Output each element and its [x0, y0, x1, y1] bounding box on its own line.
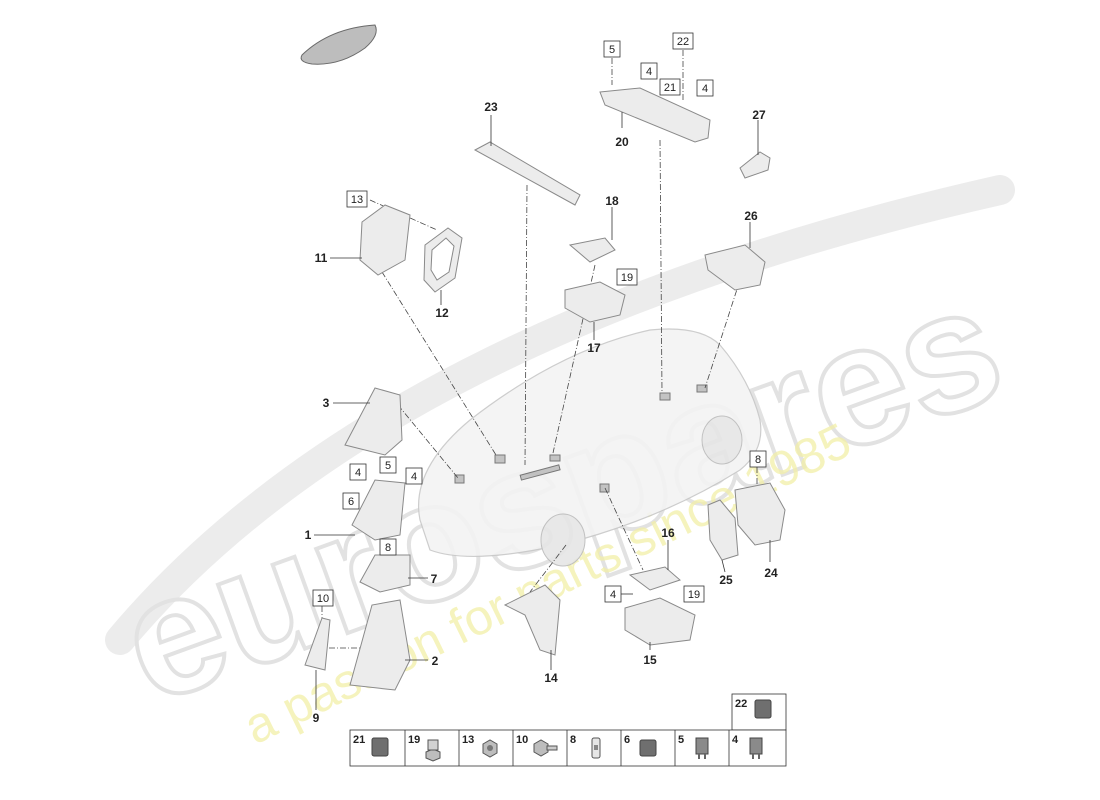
callout-25: 25: [719, 573, 733, 587]
ref-box-8-right: 8: [749, 450, 767, 468]
car-thumbnail: [300, 24, 377, 65]
part-12-gasket: [423, 227, 463, 293]
relay-icon: [371, 737, 389, 757]
part-2-housing: [349, 599, 411, 691]
part-18-cover: [568, 237, 616, 263]
legend-num-10: 10: [516, 734, 528, 746]
part-15-module: [624, 597, 696, 646]
callout-7: 7: [431, 572, 438, 586]
legend-top-num: 22: [735, 698, 747, 710]
ref-box-4-top-a: 4: [640, 62, 658, 80]
part-9-bracket: [304, 617, 331, 671]
callout-11: 11: [315, 251, 328, 265]
bolt-icon: [533, 739, 558, 757]
ref-box-19-bottom: 19: [683, 585, 705, 603]
callout-26: 26: [744, 209, 758, 223]
part-23-trim-panel: [473, 141, 581, 206]
nut-icon: [482, 739, 498, 758]
svg-text:4: 4: [610, 589, 616, 601]
ref-box-5-left: 5: [379, 456, 397, 474]
legend-num-8: 8: [570, 734, 576, 746]
svg-text:5: 5: [385, 460, 391, 472]
ref-box-6: 6: [342, 492, 360, 510]
fuse-icon: [695, 737, 709, 759]
callout-27: 27: [752, 108, 766, 122]
svg-text:13: 13: [351, 194, 363, 206]
ref-box-13: 13: [346, 190, 368, 208]
part-20-fuse-carrier: [599, 87, 711, 143]
part-25-bracket: [707, 499, 739, 561]
svg-text:4: 4: [702, 83, 708, 95]
ref-box-5-top: 5: [603, 40, 621, 58]
callout-18: 18: [605, 194, 619, 208]
part-24-fuse-box: [734, 482, 786, 546]
boxed-references: 5 22 4 21 4 13 19 4 5 4 6 8 10 8 4 19: [312, 32, 767, 607]
part-26-bracket: [704, 244, 766, 291]
svg-text:4: 4: [411, 471, 417, 483]
svg-text:5: 5: [609, 44, 615, 56]
part-3-cover: [344, 387, 403, 456]
ref-box-4-left-b: 4: [405, 467, 423, 485]
part-17-module: [564, 281, 626, 323]
callout-24: 24: [764, 566, 778, 580]
part-27-bracket: [739, 151, 771, 179]
ref-box-8-left: 8: [379, 538, 397, 556]
svg-text:4: 4: [646, 66, 652, 78]
svg-text:22: 22: [677, 36, 689, 48]
fuse-icon: [749, 737, 763, 759]
ref-box-4-left: 4: [349, 463, 367, 481]
callout-14: 14: [544, 671, 558, 685]
ref-box-19-mid: 19: [616, 268, 638, 286]
ref-box-10: 10: [312, 589, 334, 607]
callout-9: 9: [313, 711, 320, 725]
leader-lines: [314, 112, 771, 710]
ref-box-4-top-b: 4: [696, 79, 714, 97]
ref-box-21-top: 21: [659, 78, 681, 96]
nut-icon: [425, 739, 441, 762]
callout-15: 15: [643, 653, 657, 667]
callout-16: 16: [661, 526, 675, 540]
callout-12: 12: [435, 306, 449, 320]
svg-text:4: 4: [355, 467, 361, 479]
ref-box-4-bottom: 4: [604, 585, 622, 603]
callout-1: 1: [305, 528, 312, 542]
parts-legend: 22 21 19 13 10 8 6 5 4: [349, 693, 787, 767]
part-14-bracket: [503, 584, 561, 656]
part-16-cover: [628, 566, 681, 591]
part-11-holder: [359, 204, 411, 276]
svg-text:19: 19: [688, 589, 700, 601]
svg-text:6: 6: [348, 496, 354, 508]
part-7-fuse-holder: [359, 554, 411, 593]
legend-num-19: 19: [408, 734, 420, 746]
legend-num-21: 21: [353, 734, 365, 746]
callout-2: 2: [432, 654, 439, 668]
svg-text:8: 8: [755, 454, 761, 466]
legend-num-6: 6: [624, 734, 630, 746]
legend-num-4: 4: [732, 734, 739, 746]
callout-20: 20: [615, 135, 629, 149]
callout-3: 3: [323, 396, 330, 410]
relay-icon: [639, 739, 657, 757]
svg-text:10: 10: [317, 593, 329, 605]
callout-17: 17: [587, 341, 601, 355]
svg-text:8: 8: [385, 542, 391, 554]
svg-text:19: 19: [621, 272, 633, 284]
callout-23: 23: [484, 100, 498, 114]
part-1-fuse-box: [351, 479, 406, 541]
legend-top-icon: [754, 699, 772, 719]
ref-box-22-top: 22: [672, 32, 694, 50]
vehicle-outline: [418, 328, 762, 567]
fuse-icon: [591, 737, 601, 759]
callout-labels: 23 20 27 11 12 18 26 17 3 1 7 2 9 14 16 …: [305, 100, 778, 725]
svg-text:21: 21: [664, 82, 676, 94]
legend-num-13: 13: [462, 734, 474, 746]
legend-num-5: 5: [678, 734, 684, 746]
